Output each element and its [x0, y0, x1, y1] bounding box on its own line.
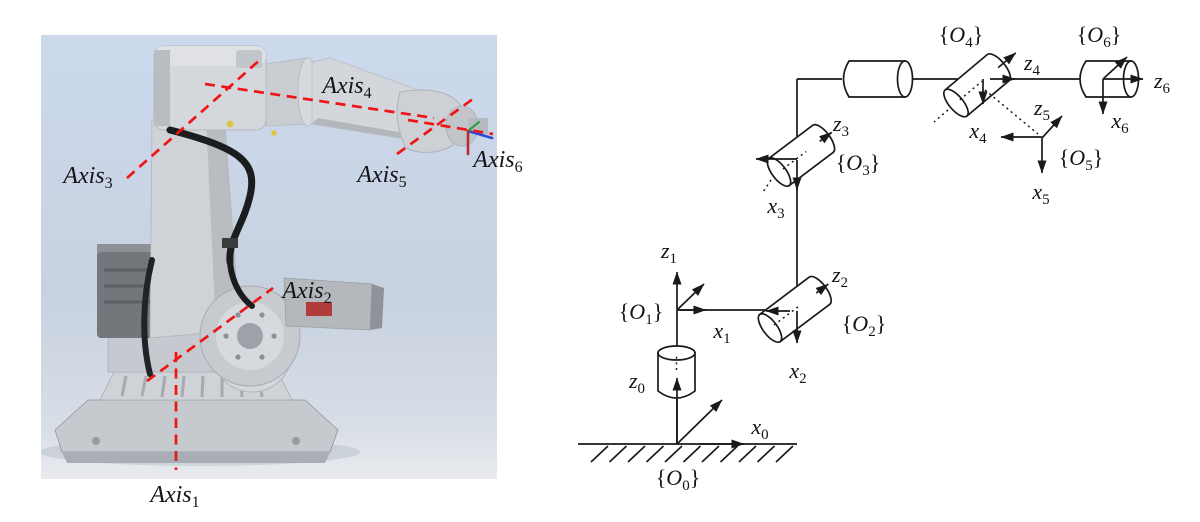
z6-label: z6: [1153, 68, 1171, 97]
frame-label-o3: {O3}: [836, 150, 881, 179]
z3-axis-arrow: [819, 131, 833, 144]
robot-illustration: [41, 45, 494, 466]
x5-label: x5: [1031, 179, 1049, 208]
kinematic-diagram: {O0} {O1} {O2} {O3} {O4} {O5} {O6} z0 z1…: [578, 22, 1171, 494]
frame-4-axes: [978, 74, 1016, 105]
z5-label: z5: [1033, 95, 1050, 124]
frame-0-axes: [672, 354, 745, 449]
yellow-marker-dot: [226, 120, 234, 128]
ground: [578, 443, 797, 463]
frame-1-axes: [672, 271, 790, 316]
joint4-axis-arrow: [997, 52, 1017, 69]
frame-label-o1: {O1}: [619, 299, 664, 328]
o4-o5-construction-line: [984, 89, 1039, 135]
frame-6-axes: [1098, 56, 1144, 115]
axis-4-line: [204, 82, 435, 120]
red-connector: [306, 302, 332, 316]
z0-label: z0: [628, 368, 645, 397]
axis-label-1: Axis1: [148, 482, 199, 511]
axis-6-line: [407, 118, 494, 136]
axis-label-3: Axis3: [61, 163, 112, 192]
z5-axis-arrow: [1041, 115, 1063, 139]
robot-counterweight: [283, 277, 384, 331]
robot-shoulder-joint: [199, 285, 301, 387]
frame-label-o5: {O5}: [1059, 145, 1104, 174]
y0-axis-arrow: [676, 399, 723, 445]
robot-cables: [141, 126, 256, 377]
z1-label: z1: [660, 238, 677, 267]
joint-cylinder-2: [757, 275, 832, 344]
z3-label: z3: [832, 111, 849, 140]
frame-5-axes: [1000, 115, 1063, 174]
axis-3-line: [126, 56, 263, 180]
x1-label: x1: [712, 318, 730, 347]
joint-cylinder-3: [766, 123, 836, 188]
links: [676, 78, 1086, 444]
frame-label-o4: {O4}: [939, 22, 984, 51]
joint4-construction-dots: [933, 109, 949, 123]
x2-label: x2: [788, 358, 806, 387]
base-cylinder: [657, 345, 696, 399]
z4-label: z4: [1023, 50, 1041, 79]
frame-label-o6: {O6}: [1077, 22, 1122, 51]
y1-axis-arrow: [676, 283, 705, 311]
z2-label: z2: [831, 262, 848, 291]
axis-label-4: Axis4: [320, 73, 371, 102]
yellow-marker-dot-2: [271, 130, 277, 136]
robot-wrist: [396, 89, 488, 153]
z2-axis-arrow: [815, 283, 829, 296]
joint3-construction-dots: [762, 179, 772, 193]
robot-elbow-housing: [153, 45, 267, 131]
frame-3-axes: [755, 154, 802, 191]
ground-hatching: [590, 445, 794, 463]
y6-axis-arrow: [1102, 56, 1128, 80]
x3-label: x3: [766, 193, 784, 222]
axis-label-5: Axis5: [355, 162, 406, 191]
axis-2-line: [146, 286, 274, 383]
x4-label: x4: [968, 118, 987, 147]
x0-label: x0: [750, 414, 768, 443]
tool-frame-triad: [466, 120, 494, 156]
frame-label-o0: {O0}: [656, 465, 701, 494]
joint-axis-lines: [126, 56, 494, 470]
robot-photo-panel: Axis1 Axis2 Axis3 Axis4 Axis5 Axis6: [41, 35, 523, 511]
axis-label-6: Axis6: [471, 147, 522, 176]
x6-label: x6: [1110, 108, 1129, 137]
axis-label-2: Axis2: [280, 278, 331, 307]
frame-label-o2: {O2}: [842, 311, 887, 340]
link-cylinder-top: [842, 60, 914, 98]
